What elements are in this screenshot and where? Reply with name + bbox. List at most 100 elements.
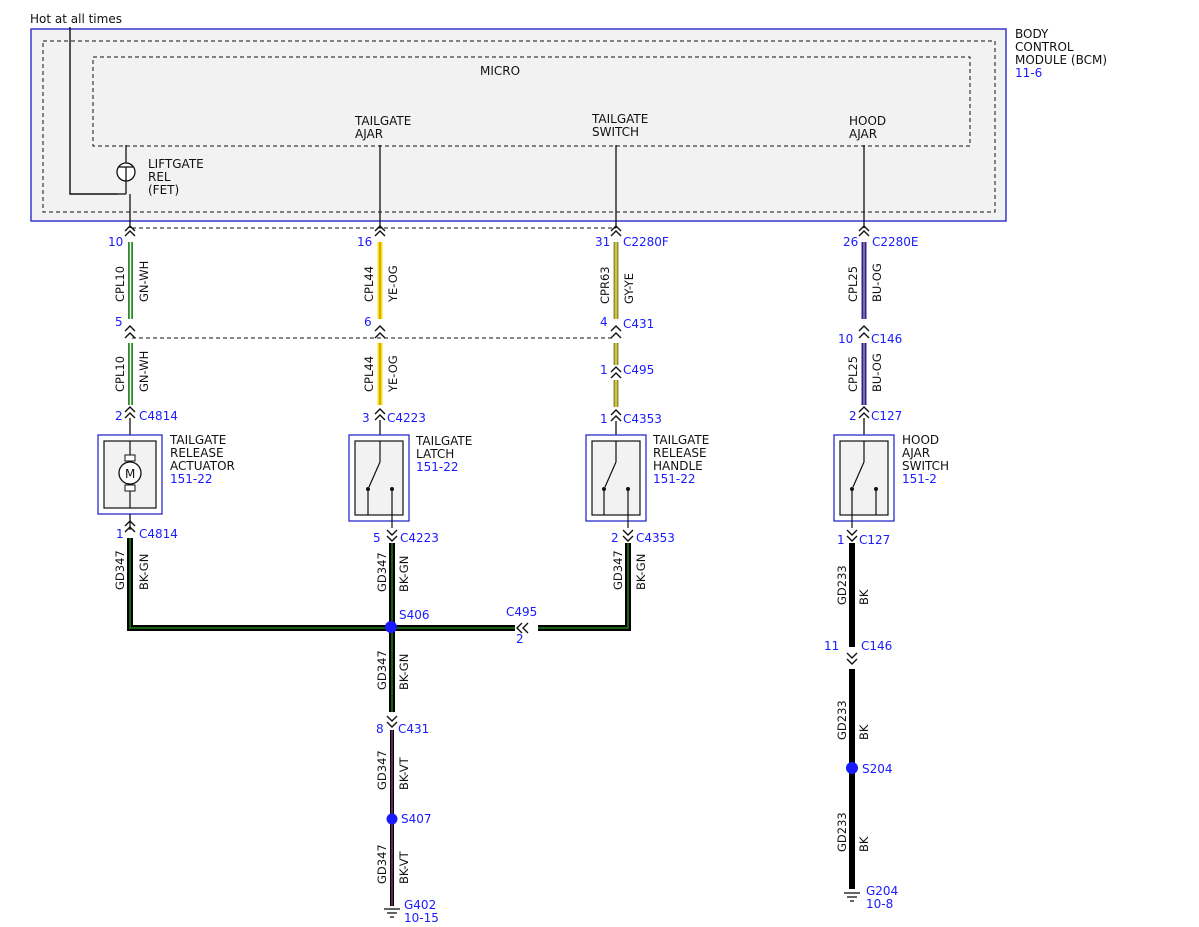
wire-a-upper-color: GN-WH — [137, 261, 151, 302]
wire-d-lower-circuit: CPL25 — [846, 356, 860, 392]
pin-j-495: 2 — [516, 632, 524, 646]
connector-chevron-a-mid — [124, 325, 136, 339]
splice-s204-dot — [846, 762, 858, 774]
wire-a-lower-stripe — [129, 343, 132, 405]
pin-label-liftgate-2: REL — [148, 170, 171, 184]
hood-name-1: HOOD — [902, 433, 939, 447]
connector-c4353-bottom: C4353 — [636, 531, 675, 545]
bcm-inner-dashed — [42, 40, 996, 213]
connector-c4223-top: C4223 — [387, 411, 426, 425]
pin-b-mid: 6 — [364, 315, 372, 329]
wire-a-upper-stripe — [129, 242, 132, 319]
wire-d-ground-lower-color: BK — [857, 836, 871, 852]
pin-a-top: 10 — [108, 235, 123, 249]
wire-d-ground-upper-circuit: GD233 — [835, 565, 849, 605]
ground-bus-left-stripe — [129, 538, 515, 629]
handle-ref: 151-22 — [653, 472, 696, 486]
wire-d-upper-stripe — [863, 242, 865, 319]
latch-name-1: TAILGATE — [415, 434, 472, 448]
pin-label-tailgate-ajar-1: TAILGATE — [354, 114, 411, 128]
wire-d-upper-color: BU-OG — [870, 263, 884, 302]
pin-c-out: 2 — [611, 531, 619, 545]
wire-a-lower-color: GN-WH — [137, 351, 151, 392]
wire-a-lower-circuit: CPL10 — [113, 356, 127, 392]
splice-s406-dot — [385, 621, 397, 633]
motor-icon — [118, 454, 142, 492]
connector-chevron-c431-lower — [386, 715, 398, 728]
wire-vt-lower-circuit: GD347 — [375, 844, 389, 884]
latch-name-2: LATCH — [416, 447, 454, 461]
connector-c431-upper: C431 — [623, 317, 654, 331]
pin-label-liftgate-3: (FET) — [148, 183, 179, 197]
pin-b-out: 5 — [373, 531, 381, 545]
connector-chevron-a-top — [124, 225, 136, 237]
bcm-module-outline — [30, 28, 1007, 222]
wire-a-upper-circuit: CPL10 — [113, 266, 127, 302]
connector-chevron-c-495 — [610, 366, 622, 379]
pin-c-mid: 4 — [600, 315, 608, 329]
hood-switch-icon — [850, 441, 878, 528]
handle-name-1: TAILGATE — [652, 433, 709, 447]
pin-label-tailgate-switch-2: SWITCH — [592, 125, 639, 139]
wire-c-upper-color: GY-YE — [622, 273, 636, 304]
pin-a-mid: 5 — [115, 315, 123, 329]
connector-chevron-b-bot — [374, 408, 386, 421]
connector-c2280f: C2280F — [623, 235, 669, 249]
connector-chevron-c495-horizontal — [516, 622, 529, 634]
wire-b-upper-circuit: CPL44 — [362, 266, 376, 302]
connector-c4223-bottom: C4223 — [400, 531, 439, 545]
hood-ref: 151-2 — [902, 472, 937, 486]
pin-c-495: 1 — [600, 363, 608, 377]
wire-vt-upper-color: BK-VT — [397, 756, 411, 790]
splice-s407-dot — [386, 813, 398, 825]
power-label: Hot at all times — [30, 12, 122, 26]
handle-switch-icon — [602, 441, 630, 528]
connector-c4814-top: C4814 — [139, 409, 178, 423]
pin-a-out: 1 — [116, 527, 124, 541]
handle-name-2: RELEASE — [653, 446, 707, 460]
splice-s204-label: S204 — [862, 762, 893, 776]
ground-g204-ref: 10-8 — [866, 897, 893, 911]
splice-s407-label: S407 — [401, 812, 432, 826]
connector-chevron-d-bot — [858, 406, 870, 419]
connector-c146-lower: C146 — [861, 639, 892, 653]
wire-b-ground-color: BK-GN — [397, 556, 411, 592]
motor-symbol: M — [125, 467, 135, 481]
pin-d-bot: 2 — [849, 409, 857, 423]
module-name-line-1: BODY — [1015, 27, 1049, 41]
ground-bus-right-stripe — [538, 543, 629, 629]
connector-chevron-d-out — [846, 529, 858, 542]
wire-b-upper-stripe — [379, 242, 381, 319]
connector-chevron-d-top — [858, 225, 870, 237]
wire-b-lower-circuit: CPL44 — [362, 356, 376, 392]
wire-c-ground-color: BK-GN — [634, 554, 648, 590]
actuator-name-1: TAILGATE — [169, 433, 226, 447]
wire-d-upper-circuit: CPL25 — [846, 266, 860, 302]
actuator-name-2: RELEASE — [170, 446, 224, 460]
wire-d-ground-mid-color: BK — [857, 724, 871, 740]
pin-label-hood-ajar-1: HOOD — [849, 114, 886, 128]
ground-g204-name: G204 — [866, 884, 898, 898]
connector-chevron-c-bot — [610, 409, 622, 422]
pin-label-liftgate-1: LIFTGATE — [148, 157, 204, 171]
pin-d-out: 1 — [837, 533, 845, 547]
pin-d-top: 26 — [843, 235, 858, 249]
wire-b-upper-color: YE-OG — [386, 265, 400, 303]
wire-c-seg1-stripe — [615, 343, 617, 365]
module-name-line-3: MODULE (BCM) — [1015, 53, 1107, 67]
latch-ref: 151-22 — [416, 460, 459, 474]
connector-c127-top: C127 — [871, 409, 902, 423]
wire-a-ground-circuit: GD347 — [113, 550, 127, 590]
pin-a-bot: 2 — [115, 409, 123, 423]
pin-d-146b: 11 — [824, 639, 839, 653]
connector-c146-upper: C146 — [871, 332, 902, 346]
wire-c-upper-circuit: CPR63 — [598, 266, 612, 304]
connector-c2280e: C2280E — [872, 235, 919, 249]
wire-d-lower-stripe — [863, 343, 865, 405]
handle-name-3: HANDLE — [653, 459, 703, 473]
wire-a-ground-color: BK-GN — [137, 554, 151, 590]
wire-b-lower-color: YE-OG — [386, 355, 400, 393]
ground-g402-ref: 10-15 — [404, 911, 439, 925]
connector-c431-lower: C431 — [398, 722, 429, 736]
